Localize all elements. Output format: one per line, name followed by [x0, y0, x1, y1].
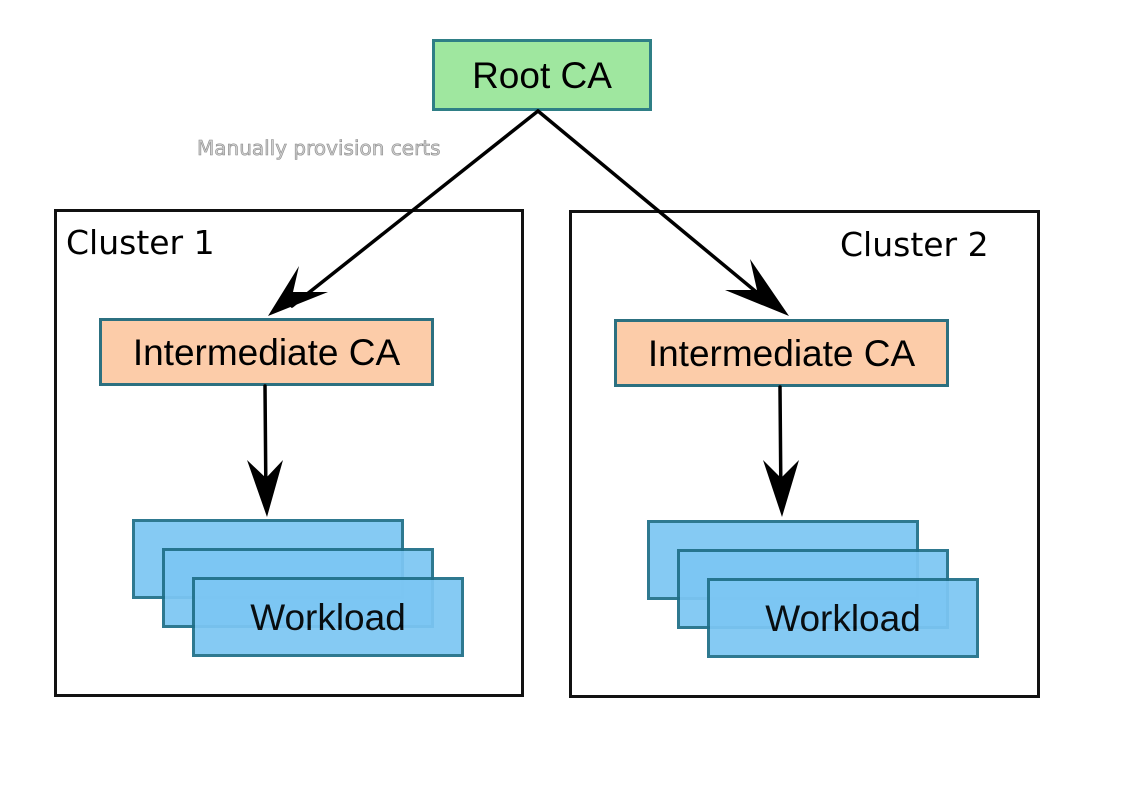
- manually-provision-label: Manually provision certs: [197, 136, 441, 160]
- cluster-1-intermediate-ca-label: Intermediate CA: [132, 331, 401, 373]
- cluster-2-workload-label: Workload: [765, 597, 921, 639]
- root-ca-label: Root CA: [472, 54, 612, 96]
- root-ca-node[interactable]: Root CA: [432, 39, 652, 111]
- cluster-2-workload-node[interactable]: Workload: [707, 578, 979, 658]
- cluster-1-workload-node[interactable]: Workload: [192, 577, 464, 657]
- cluster-2-label: Cluster 2: [840, 225, 989, 264]
- cluster-1-intermediate-ca-node[interactable]: Intermediate CA: [99, 318, 434, 386]
- cluster-2-intermediate-ca-label: Intermediate CA: [647, 332, 916, 374]
- cluster-2-intermediate-ca-node[interactable]: Intermediate CA: [614, 319, 949, 387]
- cluster-1-label: Cluster 1: [66, 223, 215, 262]
- cluster-1-workload-label: Workload: [250, 596, 406, 638]
